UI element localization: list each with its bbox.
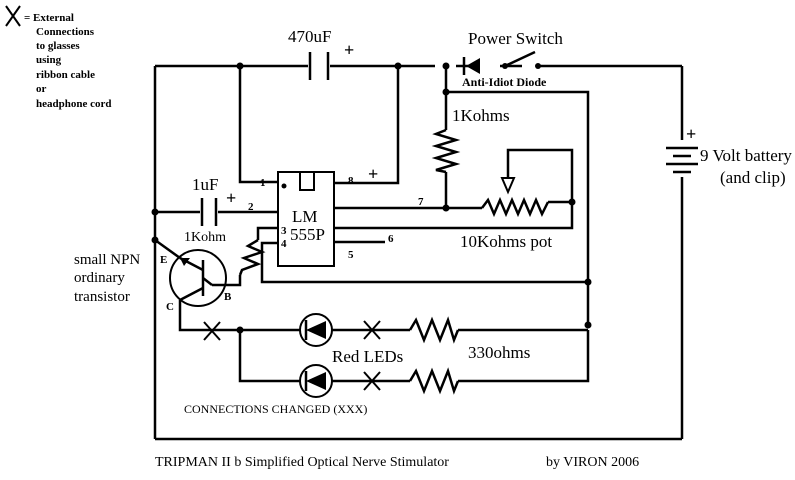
battery-polarity: + <box>686 124 696 144</box>
junction-dot <box>151 236 159 244</box>
transistor-emitter-label: E <box>160 254 167 266</box>
external-connection-x-icon <box>363 320 381 340</box>
anti-idiot-diode: Anti-Idiot Diode <box>462 57 547 89</box>
junction-dot <box>236 326 244 334</box>
pot-wiper-arrow-icon <box>500 177 516 195</box>
diode-triangle-icon <box>466 58 480 74</box>
junction-dot <box>568 198 576 206</box>
led-bottom-triangle-icon <box>306 372 326 390</box>
resistor-330-label: 330ohms <box>468 343 530 362</box>
red-leds-label: Red LEDs <box>332 347 403 366</box>
legend-line-1: = External <box>24 12 74 24</box>
ic-pin1-marker-icon <box>281 183 287 189</box>
resistor-330-top <box>408 316 460 344</box>
external-connection-x-icon <box>363 371 381 391</box>
legend-line-4: using <box>36 54 62 66</box>
npn-transistor: E B C small NPN ordinary transistor <box>74 249 232 313</box>
battery-label-line-1: 9 Volt battery <box>700 146 792 165</box>
power-switch: Power Switch <box>468 29 563 69</box>
capacitor-1uf-label: 1uF <box>192 175 218 194</box>
junction-dot <box>442 62 450 70</box>
capacitor-470uf-polarity: + <box>344 40 354 60</box>
pin1-wire <box>238 66 278 184</box>
legend-x-icon <box>5 5 21 27</box>
junction-dot <box>442 88 450 96</box>
battery-label-line-2: (and clip) <box>720 168 786 187</box>
transistor-label-line-1: small NPN <box>74 252 140 268</box>
legend-line-3: to glasses <box>36 40 80 52</box>
ic-pin-7-label: 7 <box>418 196 424 208</box>
diode-label: Anti-Idiot Diode <box>462 75 547 89</box>
emitter-wire <box>154 238 181 260</box>
led-top <box>299 313 333 347</box>
resistor-1kohms-label: 1Kohms <box>452 106 510 125</box>
ic-pin-2-label: 2 <box>248 201 254 213</box>
ic-pin-5-label: 5 <box>348 249 354 261</box>
pot-10kohms: 10Kohms pot <box>460 177 552 251</box>
ic-pin-4-label: 4 <box>281 238 287 250</box>
ic-pin8-polarity: + <box>368 164 378 184</box>
ic-name-line-2: 555P <box>290 225 325 244</box>
ic-pin-8-label: 8 <box>348 175 354 187</box>
battery-9v: + 9 Volt battery (and clip) <box>666 124 792 187</box>
switch-contact-icon <box>535 63 541 69</box>
ic-pin-6-label: 6 <box>388 233 394 245</box>
legend-line-2: Connections <box>36 26 95 38</box>
junction-dot <box>584 278 592 286</box>
ic-pin-3-label: 3 <box>281 225 287 237</box>
ic-notch <box>299 171 315 191</box>
wires <box>153 64 684 441</box>
resistor-330-bottom <box>408 367 460 395</box>
ic-return-wire <box>260 241 588 284</box>
junction-dot <box>584 321 592 329</box>
legend-line-6: or <box>36 83 47 95</box>
resistor-1kohm-base: 1Kohm <box>184 230 266 276</box>
ic-lm555p: LM 555P 1 2 3 4 5 6 7 8 + <box>248 164 424 267</box>
led-bottom <box>299 364 333 398</box>
ic-pin-1-label: 1 <box>260 177 266 189</box>
power-switch-label: Power Switch <box>468 29 563 48</box>
resistor-1kohms: 1Kohms <box>431 106 510 174</box>
junction-dot <box>394 62 402 70</box>
diode-right-wire <box>446 90 590 325</box>
external-connection-x-icon <box>203 321 221 341</box>
capacitor-1uf-polarity: + <box>226 188 236 208</box>
capacitor-470uf: 470uF + <box>288 27 354 80</box>
transistor-base-label: B <box>224 291 232 303</box>
capacitor-470uf-label: 470uF <box>288 27 331 46</box>
footer-title: TRIPMAN II b Simplified Optical Nerve St… <box>155 455 449 470</box>
transistor-label-line-3: transistor <box>74 289 130 305</box>
pin3-wire <box>256 226 278 240</box>
capacitor-1uf: 1uF + <box>192 175 236 226</box>
transistor-collector-label: C <box>166 301 174 313</box>
legend-line-7: headphone cord <box>36 98 112 110</box>
legend-line-5: ribbon cable <box>36 69 95 81</box>
connections-changed-note: CONNECTIONS CHANGED (XXX) <box>184 402 367 416</box>
emitter-arrow-icon <box>180 258 190 266</box>
pot-right-wire <box>506 148 574 204</box>
junction-dot <box>442 204 450 212</box>
junction-dot <box>151 208 159 216</box>
ic-name-line-1: LM <box>292 207 318 226</box>
pot-wiper-link <box>334 202 574 230</box>
transistor-label-line-2: ordinary <box>74 270 125 286</box>
junction-dots <box>151 62 592 334</box>
footer-author: by VIRON 2006 <box>546 455 639 470</box>
legend-text: = External Connections to glasses using … <box>24 12 112 110</box>
collector-wire <box>178 300 240 332</box>
resistor-1kohm-label: 1Kohm <box>184 230 226 245</box>
junction-dot <box>236 62 244 70</box>
pot-label: 10Kohms pot <box>460 232 552 251</box>
led-top-triangle-icon <box>306 321 326 339</box>
base-wire <box>212 275 242 287</box>
pin8-wire <box>334 66 400 185</box>
